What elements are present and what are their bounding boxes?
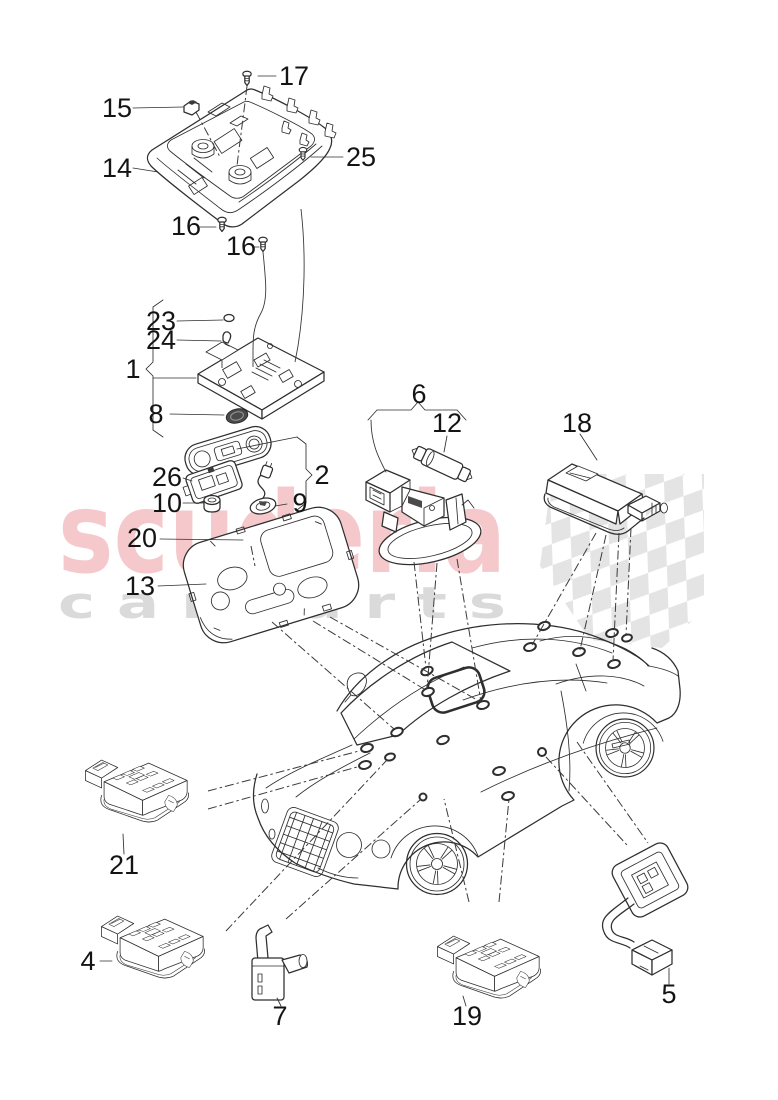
grommet-10 (203, 494, 221, 513)
car-rear-glass (539, 636, 649, 667)
car-mirror (344, 672, 367, 703)
callout-pointers (99, 75, 670, 1007)
callout-13-label: 13 (125, 571, 155, 601)
car-windshield (340, 641, 511, 746)
trim-plate-13 (182, 506, 360, 644)
bulb-24 (222, 331, 232, 347)
callout-20-label: 20 (127, 523, 157, 553)
car-parcel-shelf (555, 675, 645, 687)
car-body-outline (252, 647, 681, 890)
switch-26 (182, 460, 243, 504)
lens-plate-2 (184, 425, 272, 477)
cap-23 (223, 313, 235, 323)
callout-18-label: 18 (562, 408, 592, 438)
car-rear-wheel (582, 712, 664, 778)
callout-6-label: 6 (411, 379, 426, 409)
screw-16b (258, 236, 268, 253)
location-leader-lines (207, 527, 649, 932)
callout-14-label: 14 (102, 153, 132, 183)
plate-edge-tabs (188, 513, 355, 631)
car-door-handle (611, 739, 631, 749)
callout-5-label: 5 (661, 979, 676, 1009)
lamp-unit-18 (543, 463, 668, 535)
car-console-opening (426, 666, 486, 714)
car-fog-slot (317, 867, 359, 879)
callout-25-label: 25 (346, 142, 376, 172)
grommet-8 (225, 408, 249, 424)
car-illustration (252, 623, 681, 896)
car-roofline (336, 623, 650, 712)
callout-21-label: 21 (109, 850, 139, 880)
callout-23-label: 23 (146, 306, 176, 336)
lamp-unit-4 (101, 915, 205, 979)
construction-lines (195, 85, 305, 567)
screw-17 (242, 70, 252, 87)
console-lamp-boss-2 (228, 165, 252, 185)
door-contact-switch-7 (251, 924, 308, 1001)
callout-26-label: 26 (152, 462, 182, 492)
car-hood-line-1 (265, 744, 353, 789)
callout-labels: 17 15 14 25 16 16 23 24 1 8 2 26 10 9 20… (80, 61, 676, 1031)
car-grille (271, 807, 339, 877)
car-beltline (462, 679, 608, 701)
console-hook-clips (261, 85, 337, 147)
reading-lamp-assembly-6 (365, 469, 482, 566)
car-body-crease (480, 727, 658, 793)
lamp-unit-21 (85, 759, 189, 823)
overhead-console-housing (146, 85, 337, 228)
callout-7-label: 7 (272, 1001, 287, 1031)
callout-15-label: 15 (102, 93, 132, 123)
callout-9-label: 9 (292, 488, 307, 518)
car-side-marker (261, 798, 269, 814)
clip-15 (183, 100, 200, 116)
car-headlamp-outer (336, 832, 362, 858)
callout-17-label: 17 (279, 61, 309, 91)
car-windshield-inner (353, 666, 465, 740)
car-trunk-line (648, 665, 679, 677)
mount-point-markers (358, 620, 633, 802)
lamp-unit-19 (437, 935, 541, 999)
module-components (218, 343, 302, 399)
callout-24-label: 24 (146, 325, 176, 355)
car-bumper-lamp (268, 828, 276, 840)
control-module-assembly (197, 337, 325, 420)
callout-12-label: 12 (432, 408, 462, 438)
bulb-holder-9 (249, 461, 277, 515)
callout-1-label: 1 (125, 354, 140, 384)
socket-with-harness-5 (601, 842, 689, 976)
car-front-wheel (390, 825, 479, 896)
callout-19-label: 19 (452, 1001, 482, 1031)
callout-4-label: 4 (80, 946, 95, 976)
festoon-bulb-12 (411, 445, 473, 483)
callout-16b-label: 16 (226, 231, 256, 261)
callout-10-label: 10 (152, 488, 182, 518)
callout-2-label: 2 (314, 460, 329, 490)
car-door-seam (560, 690, 571, 792)
callout-16a-label: 16 (171, 211, 201, 241)
callout-8-label: 8 (148, 399, 163, 429)
car-headlamp-inner (371, 839, 391, 859)
car-side-glass-top (471, 638, 613, 654)
